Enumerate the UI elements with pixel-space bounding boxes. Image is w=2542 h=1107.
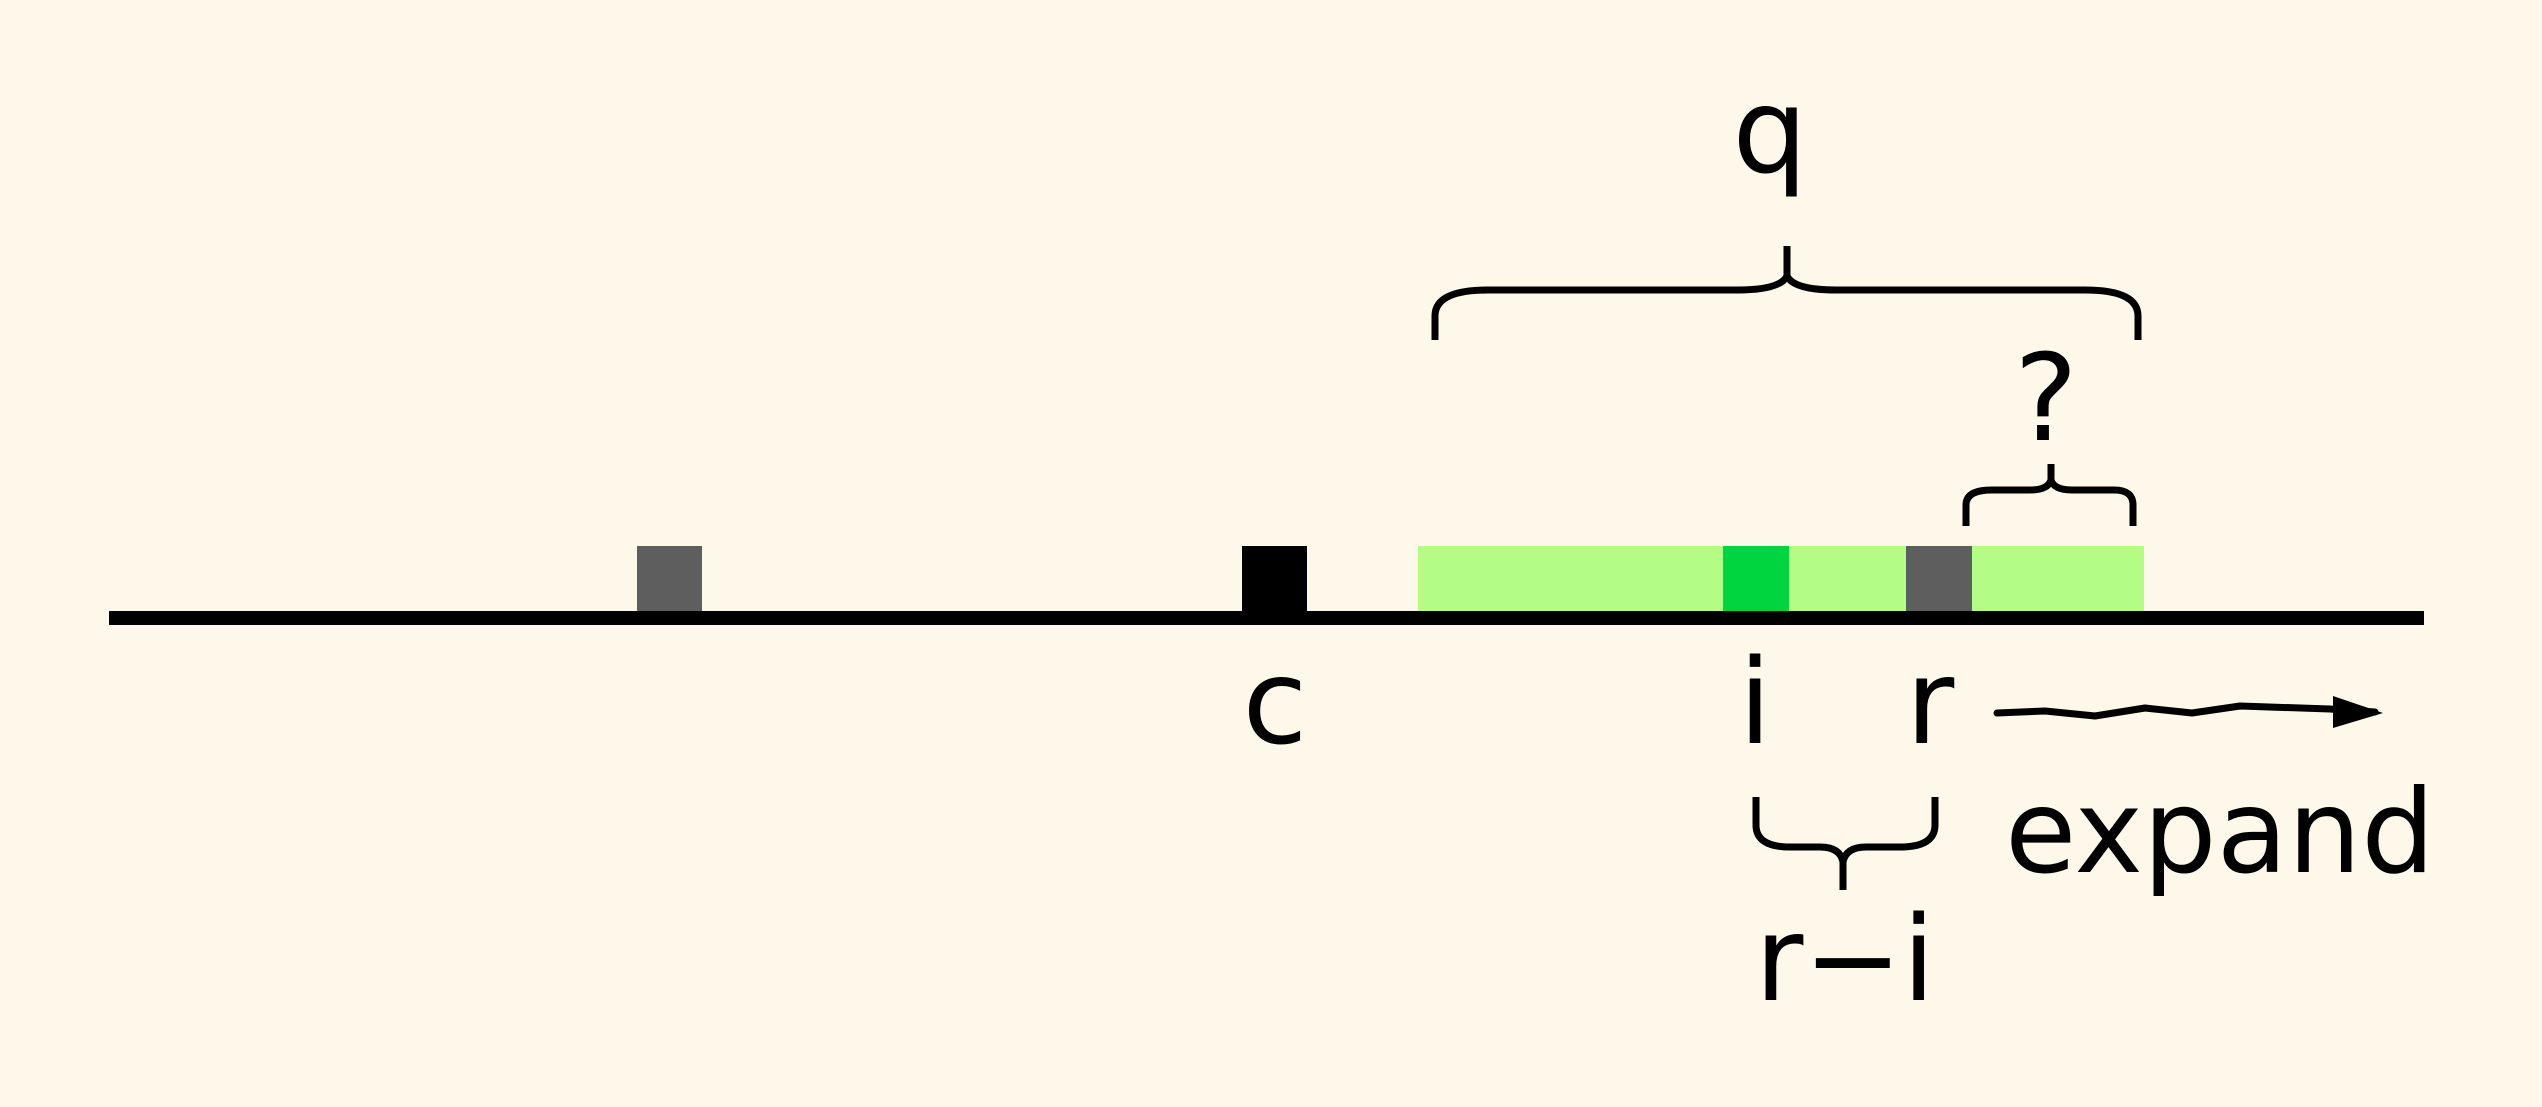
label-expand: expand [2005,765,2435,900]
label-r-minus-i: r−i [1755,890,1935,1028]
center-cell [1242,546,1307,612]
r-minus-i-brace [1752,797,1939,890]
unknown-brace [1962,464,2137,526]
r-cell [1906,546,1972,612]
label-r: r [1906,633,1955,771]
q-brace [1431,246,2142,340]
label-i: i [1739,633,1772,771]
label-c: c [1243,633,1308,771]
i-cell [1723,546,1789,612]
expand-arrow [1993,702,2379,720]
label-unknown: ? [2014,330,2078,469]
mirror-cell [637,546,702,612]
expand-arrowhead-icon [2333,696,2383,728]
label-q: q [1733,62,1808,200]
